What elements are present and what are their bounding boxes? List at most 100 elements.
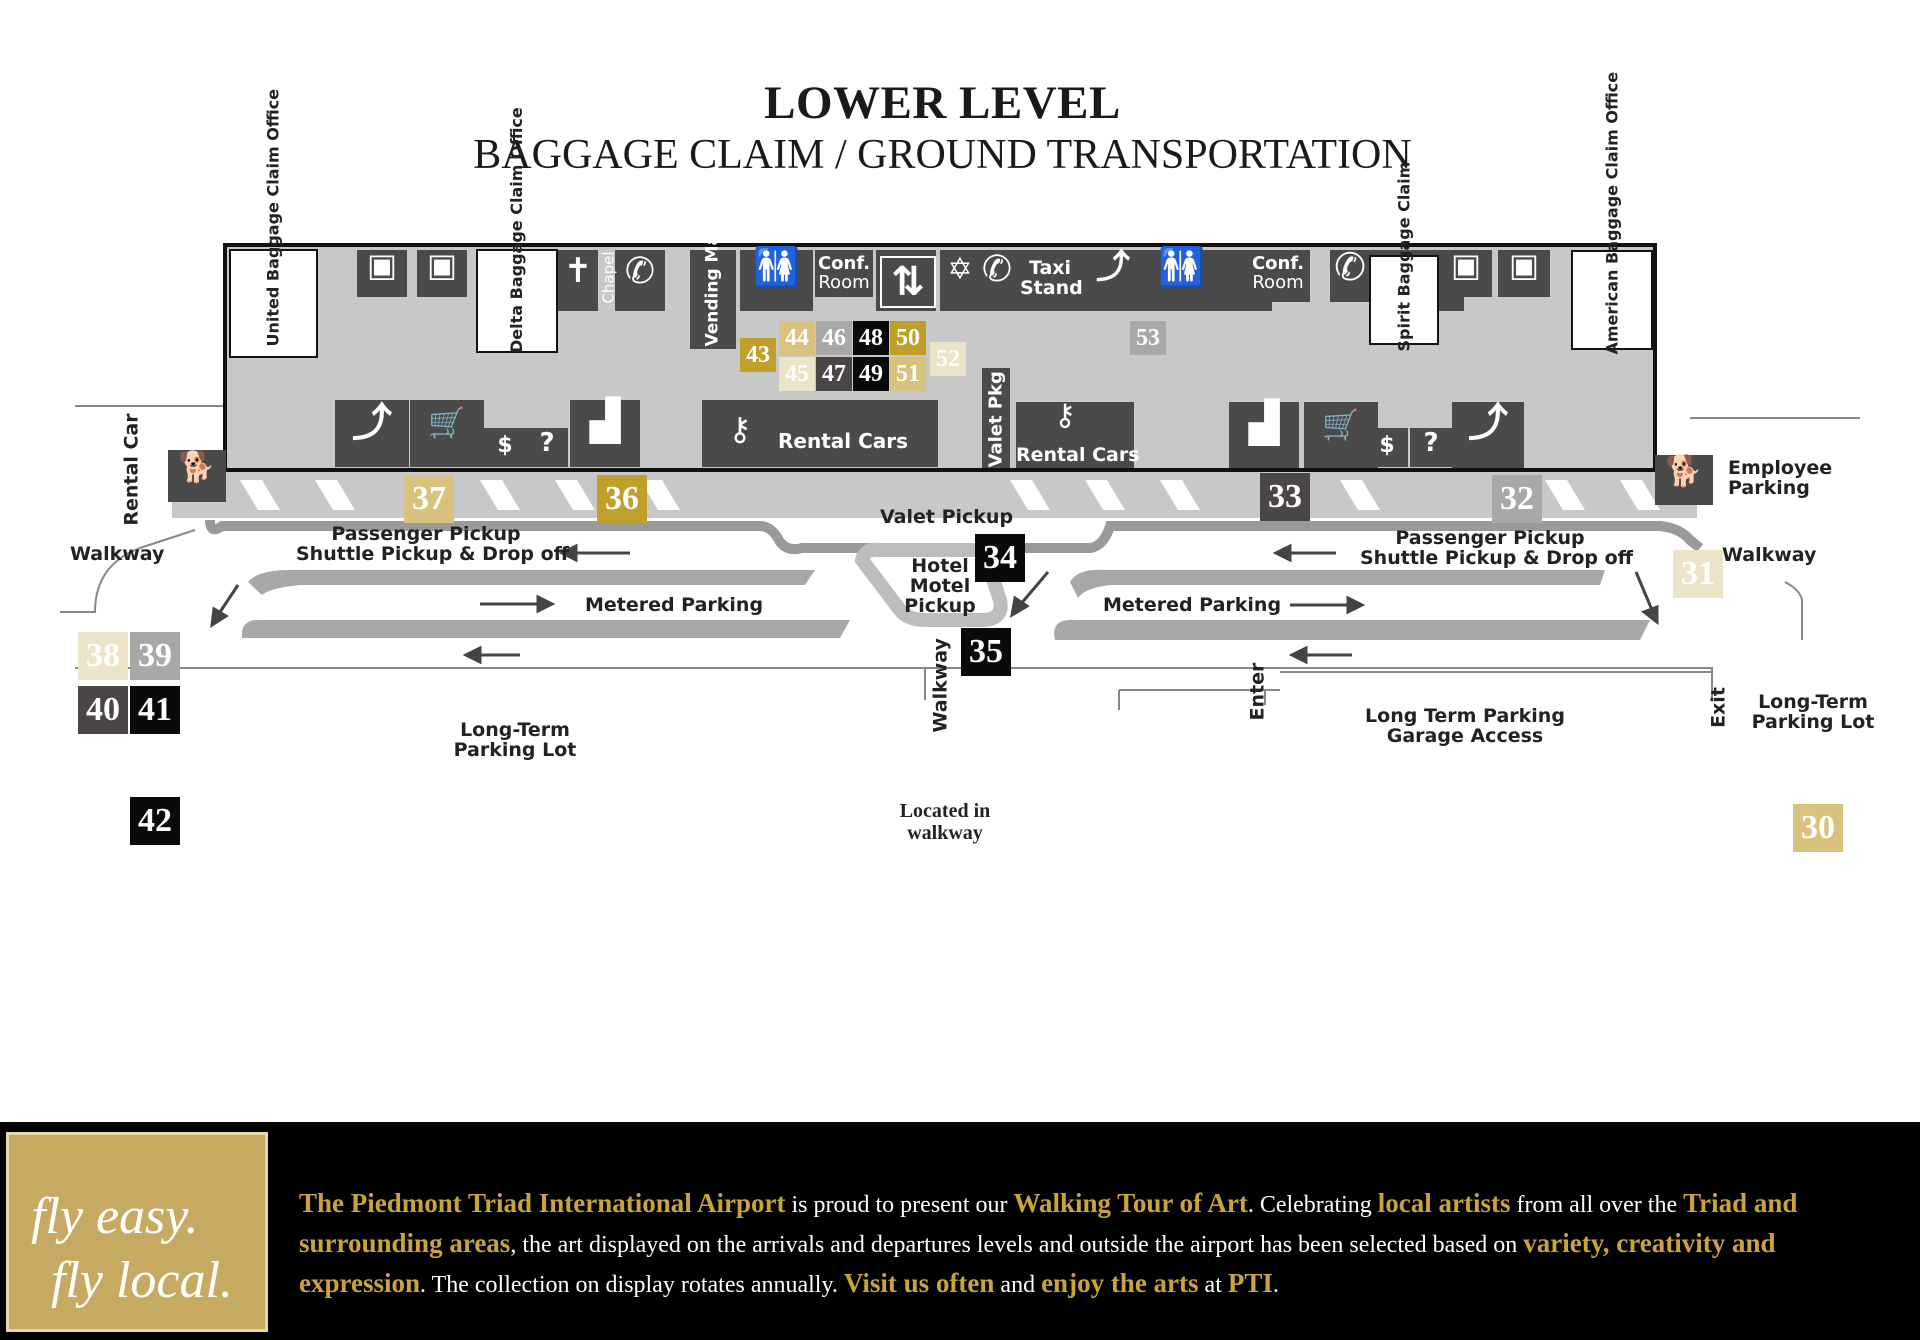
dog-icon: 🐕 [178, 450, 216, 485]
slogan-line-1: fly easy. [31, 1188, 199, 1245]
dog-icon-right [1655, 455, 1713, 505]
art-tour-description: The Piedmont Triad International Airport… [299, 1184, 1879, 1304]
art-marker-32[interactable]: 32 [1492, 475, 1542, 523]
art-marker-51[interactable]: 51 [890, 357, 926, 391]
telephone-icon: ✆ [624, 251, 656, 292]
dog-icon: 🐕 [1665, 454, 1703, 489]
art-marker-30[interactable]: 30 [1793, 804, 1843, 852]
information-icon: ? [539, 428, 555, 458]
crosswalk-stripes [240, 480, 1660, 510]
walkway-left-label: Walkway [70, 543, 165, 565]
conf-room-right-label: Conf.Room [1251, 253, 1305, 293]
art-marker-35[interactable]: 35 [961, 628, 1011, 676]
blurb-text: . The collection on display rotates annu… [420, 1272, 844, 1298]
metered-parking-left-label: Metered Parking [584, 594, 764, 616]
american-office-label: American Baggage Claim Office [1602, 71, 1622, 355]
dog-icon-left [168, 450, 226, 502]
blurb-text: , the art displayed on the arrivals and … [510, 1232, 1524, 1258]
art-marker-34[interactable]: 34 [975, 534, 1025, 582]
enter-label: Enter [1246, 662, 1269, 721]
blurb-highlight: Triad and surrounding areas [299, 1188, 1798, 1258]
rental-cars-right-label: Rental Cars [1016, 444, 1140, 466]
page-title: LOWER LEVEL [764, 77, 1121, 129]
page-subtitle: BAGGAGE CLAIM / GROUND TRANSPORTATION [473, 132, 1412, 178]
luggage-icon: ▣ [1508, 246, 1540, 284]
luggage-icon: ▣ [426, 246, 458, 284]
american-baggage-office: American Baggage Claim Office [1571, 72, 1653, 355]
chapel-cross-icon: ✝ [563, 251, 593, 291]
walkway-right-label: Walkway [1722, 544, 1817, 566]
art-marker-45[interactable]: 45 [779, 357, 815, 391]
valet-pickup-label: Valet Pickup [880, 506, 1014, 528]
delta-baggage-office: Delta Baggage Claim Office [476, 107, 558, 353]
blurb-text: is proud to present our [785, 1192, 1014, 1218]
money-exchange-icon: $ [497, 433, 513, 458]
blurb-highlight: enjoy the arts [1041, 1268, 1199, 1298]
blurb-highlight: local artists [1377, 1188, 1511, 1218]
art-marker-43[interactable]: 43 [740, 338, 776, 372]
art-marker-33[interactable]: 33 [1260, 473, 1310, 521]
footer-banner: fly easy. fly local. The Piedmont Triad … [0, 1122, 1920, 1340]
escalator-icon: ⤴ [1468, 400, 1508, 446]
slogan-line-2: fly local. [51, 1252, 233, 1309]
art-marker-44[interactable]: 44 [779, 321, 815, 355]
art-marker-46[interactable]: 46 [816, 321, 852, 355]
art-marker-53[interactable]: 53 [1130, 321, 1166, 355]
blurb-text: from all over the [1510, 1192, 1684, 1218]
art-marker-37[interactable]: 37 [404, 475, 454, 523]
blurb-text: at [1198, 1272, 1228, 1298]
stairs-icon: ▟ [1248, 400, 1280, 446]
conf-room-left-label: Conf.Room [817, 253, 871, 293]
luggage-icon: ▣ [366, 246, 398, 284]
telephone-icon: ✆ [981, 249, 1013, 290]
united-baggage-office: United Baggage Claim Office [229, 89, 318, 358]
art-marker-49[interactable]: 49 [853, 357, 889, 391]
rental-cars-left-label: Rental Cars [777, 429, 909, 453]
valet-pkg-label: Valet Pkg [985, 371, 1007, 468]
art-marker-36[interactable]: 36 [597, 475, 647, 523]
restroom-icon: 🚻 [1158, 245, 1206, 289]
slogan-box: fly easy. fly local. [6, 1132, 268, 1332]
icon-tiles [335, 250, 1550, 468]
money-exchange-icon: $ [1379, 433, 1395, 458]
information-icon: ? [1423, 428, 1439, 458]
delta-office-label: Delta Baggage Claim Office [507, 107, 526, 353]
blurb-text: . Celebrating [1247, 1192, 1378, 1218]
art-marker-47[interactable]: 47 [816, 357, 852, 391]
baggage-cart-icon: 🛒 [1322, 408, 1360, 443]
art-marker-39[interactable]: 39 [130, 632, 180, 680]
stairs-icon: ▟ [589, 398, 621, 444]
exit-label: Exit [1707, 687, 1730, 728]
blurb-highlight: Visit us often [843, 1268, 995, 1298]
blurb-text: . [1272, 1272, 1279, 1298]
blurb-highlight: The Piedmont Triad International Airport [299, 1188, 786, 1218]
vending-machines-label: Vending Machines [702, 172, 723, 347]
art-marker-52[interactable]: 52 [930, 342, 966, 376]
rental-car-label: Rental Car [120, 413, 143, 526]
art-marker-50[interactable]: 50 [890, 321, 926, 355]
art-marker-40[interactable]: 40 [78, 686, 128, 734]
baggage-cart-icon: 🛒 [428, 406, 466, 441]
art-marker-48[interactable]: 48 [853, 321, 889, 355]
car-key-icon: ⚷ [1054, 398, 1076, 433]
blurb-highlight: PTI [1227, 1268, 1273, 1298]
art-marker-41[interactable]: 41 [130, 686, 180, 734]
art-marker-42[interactable]: 42 [130, 797, 180, 845]
blurb-highlight: variety, creativity and expression [299, 1228, 1776, 1298]
art-marker-31[interactable]: 31 [1673, 550, 1723, 598]
spirit-baggage-office: Spirit Baggage Claim [1369, 162, 1439, 352]
spirit-office-label: Spirit Baggage Claim [1394, 161, 1414, 352]
car-key-icon: ⚷ [728, 410, 752, 448]
art-marker-38[interactable]: 38 [78, 632, 128, 680]
luggage-icon: ▣ [1450, 246, 1482, 284]
restroom-icon: 🚻 [753, 245, 801, 289]
star-of-david-icon: ✡ [947, 252, 973, 287]
road-outlines [60, 405, 1860, 710]
